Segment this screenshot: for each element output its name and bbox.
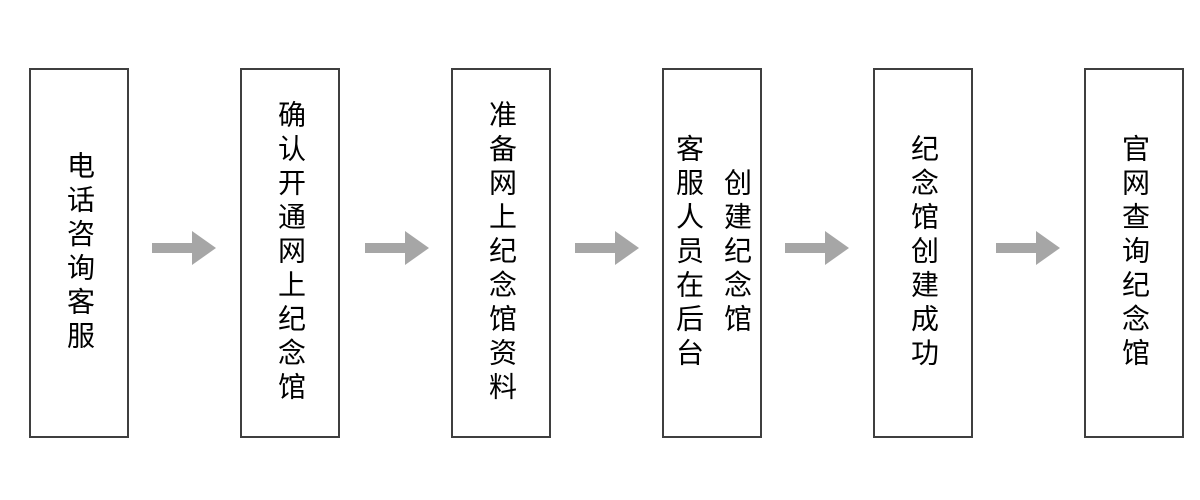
arrow-head	[825, 231, 849, 265]
flow-step-6: 官网查询纪念馆	[1084, 68, 1184, 438]
flow-step-2-label: 确认开通网上纪念馆	[275, 100, 306, 406]
arrow-right-icon	[152, 231, 216, 265]
arrow-shaft	[575, 243, 615, 253]
flow-step-4-label-line-1: 客服人员在后台	[673, 134, 704, 372]
arrow-shaft	[996, 243, 1036, 253]
flow-step-4: 客服人员在后台 创建纪念馆	[662, 68, 762, 438]
flow-step-2: 确认开通网上纪念馆	[240, 68, 340, 438]
flow-step-5: 纪念馆创建成功	[873, 68, 973, 438]
flow-step-3: 准备网上纪念馆资料	[451, 68, 551, 438]
arrow-right-icon	[996, 231, 1060, 265]
arrow-head	[405, 231, 429, 265]
flow-step-1-label: 电话咨询客服	[64, 151, 95, 355]
flow-step-1: 电话咨询客服	[29, 68, 129, 438]
arrow-head	[615, 231, 639, 265]
arrow-right-icon	[575, 231, 639, 265]
flow-step-5-label: 纪念馆创建成功	[908, 134, 939, 372]
arrow-right-icon	[365, 231, 429, 265]
arrow-head	[1036, 231, 1060, 265]
flow-step-6-label: 官网查询纪念馆	[1119, 134, 1150, 372]
arrow-shaft	[365, 243, 405, 253]
flow-step-3-label: 准备网上纪念馆资料	[486, 100, 517, 406]
arrow-shaft	[785, 243, 825, 253]
flow-step-4-label-line-2: 创建纪念馆	[721, 168, 752, 338]
arrow-shaft	[152, 243, 192, 253]
arrow-head	[192, 231, 216, 265]
arrow-right-icon	[785, 231, 849, 265]
